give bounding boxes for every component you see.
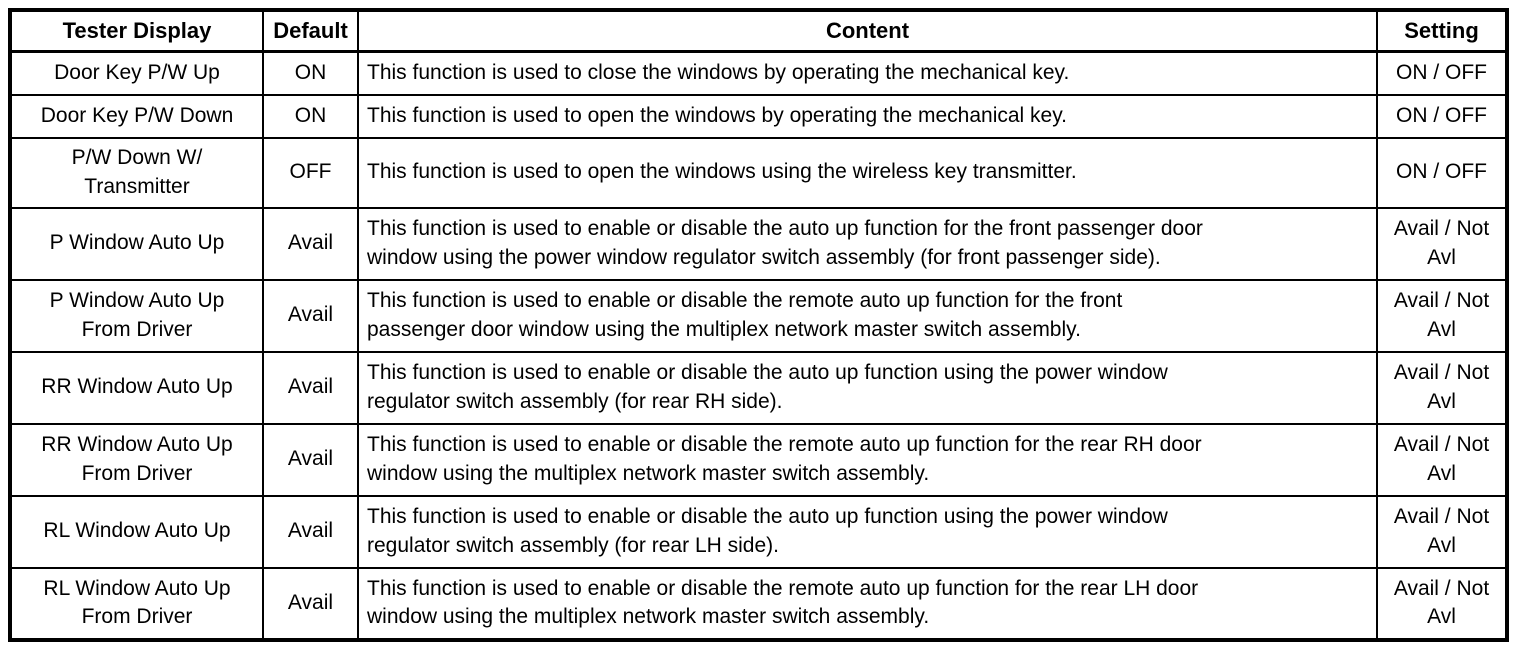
content-cell: This function is used to enable or disab… — [357, 494, 1378, 569]
content-cell: This function is used to enable or disab… — [357, 278, 1378, 353]
setting-cell: ON / OFF — [1376, 136, 1508, 209]
setting-cell: ON / OFF — [1376, 50, 1508, 96]
tester-display-cell: P Window Auto Up From Driver — [9, 278, 264, 353]
tester-display-cell: P Window Auto Up — [9, 206, 264, 281]
default-cell: Avail — [262, 566, 359, 641]
setting-cell: Avail / Not Avl — [1376, 494, 1508, 569]
default-cell: Avail — [262, 350, 359, 425]
default-cell: OFF — [262, 136, 359, 209]
customization-settings-table: Tester Display Default Content Setting D… — [8, 8, 1509, 642]
table-row: Door Key P/W Down ON This function is us… — [9, 93, 1508, 139]
default-cell: Avail — [262, 494, 359, 569]
content-cell: This function is used to enable or disab… — [357, 350, 1378, 425]
column-header-content: Content — [357, 9, 1378, 53]
tester-display-cell: RR Window Auto Up From Driver — [9, 422, 264, 497]
setting-cell: Avail / Not Avl — [1376, 566, 1508, 641]
tester-display-cell: Door Key P/W Down — [9, 93, 264, 139]
default-cell: Avail — [262, 422, 359, 497]
content-cell: This function is used to enable or disab… — [357, 206, 1378, 281]
setting-cell: Avail / Not Avl — [1376, 206, 1508, 281]
column-header-tester-display: Tester Display — [9, 9, 264, 53]
table-row: RR Window Auto Up Avail This function is… — [9, 350, 1508, 425]
default-cell: ON — [262, 50, 359, 96]
tester-display-cell: RL Window Auto Up From Driver — [9, 566, 264, 641]
table-row: RR Window Auto Up From Driver Avail This… — [9, 422, 1508, 497]
table-row: Door Key P/W Up ON This function is used… — [9, 50, 1508, 96]
table-row: P Window Auto Up From Driver Avail This … — [9, 278, 1508, 353]
content-cell: This function is used to open the window… — [357, 136, 1378, 209]
content-cell: This function is used to enable or disab… — [357, 422, 1378, 497]
content-cell: This function is used to close the windo… — [357, 50, 1378, 96]
header-row: Tester Display Default Content Setting — [9, 9, 1508, 53]
table-row: P/W Down W/ Transmitter OFF This functio… — [9, 136, 1508, 209]
tester-display-cell: RL Window Auto Up — [9, 494, 264, 569]
default-cell: ON — [262, 93, 359, 139]
default-cell: Avail — [262, 206, 359, 281]
default-cell: Avail — [262, 278, 359, 353]
tester-display-cell: P/W Down W/ Transmitter — [9, 136, 264, 209]
setting-cell: Avail / Not Avl — [1376, 278, 1508, 353]
table-row: RL Window Auto Up Avail This function is… — [9, 494, 1508, 569]
tester-display-cell: Door Key P/W Up — [9, 50, 264, 96]
table-row: P Window Auto Up Avail This function is … — [9, 206, 1508, 281]
column-header-setting: Setting — [1376, 9, 1508, 53]
tester-display-cell: RR Window Auto Up — [9, 350, 264, 425]
setting-cell: Avail / Not Avl — [1376, 422, 1508, 497]
setting-cell: ON / OFF — [1376, 93, 1508, 139]
setting-cell: Avail / Not Avl — [1376, 350, 1508, 425]
content-cell: This function is used to enable or disab… — [357, 566, 1378, 641]
content-cell: This function is used to open the window… — [357, 93, 1378, 139]
table-row: RL Window Auto Up From Driver Avail This… — [9, 566, 1508, 641]
column-header-default: Default — [262, 9, 359, 53]
